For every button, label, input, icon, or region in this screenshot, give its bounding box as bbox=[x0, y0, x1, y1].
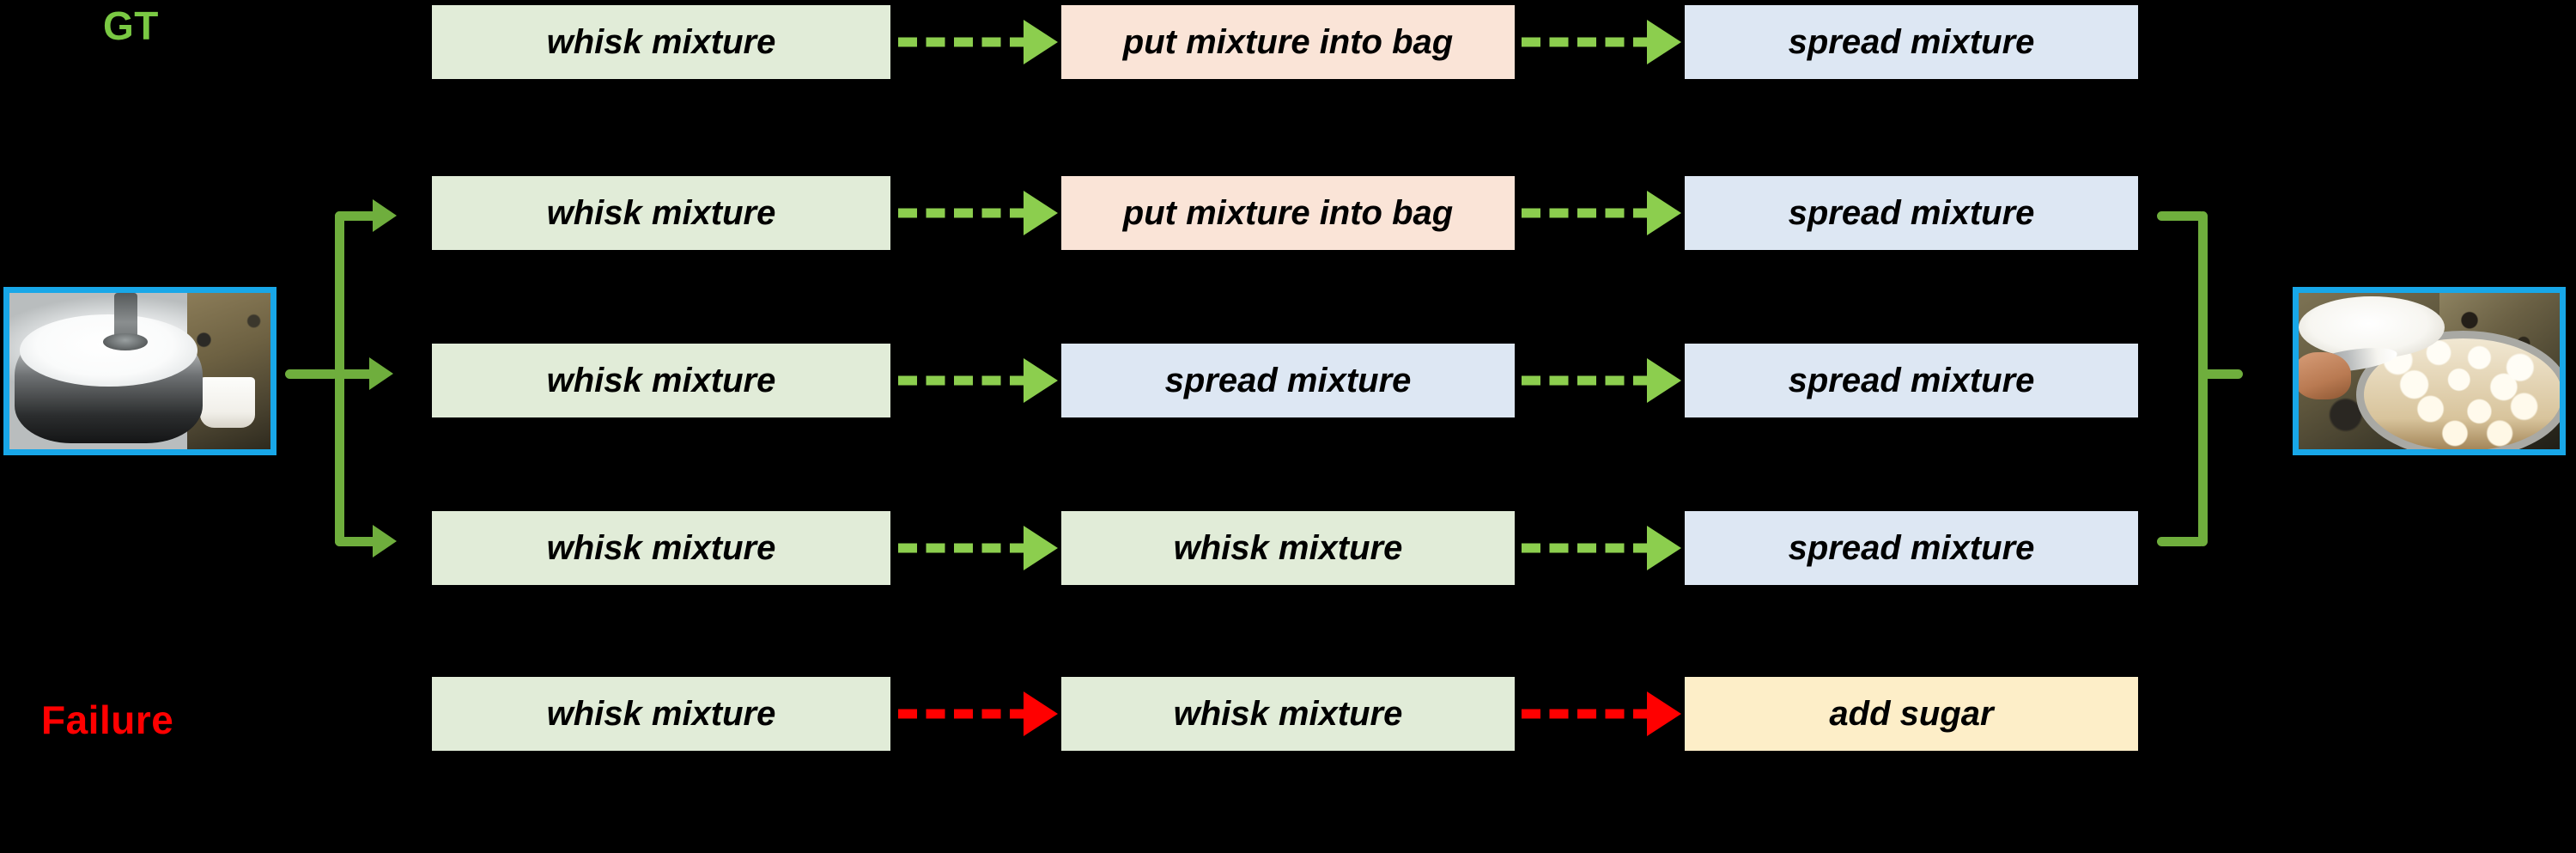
hand bbox=[2299, 352, 2351, 399]
arrow-shaft bbox=[898, 375, 1029, 386]
bracket-stub-bottom bbox=[335, 537, 378, 546]
fan-in-bracket bbox=[2147, 198, 2258, 558]
gt-label: GT bbox=[103, 3, 159, 48]
input-thumbnail bbox=[3, 287, 276, 455]
bracket-arrow-mid bbox=[369, 357, 393, 390]
bracket-stub-top bbox=[335, 211, 378, 221]
bracket-stub-mid bbox=[335, 369, 374, 379]
arrow-head bbox=[1024, 358, 1058, 403]
arrow-shaft bbox=[898, 543, 1029, 553]
node-gt-step-1[interactable]: whisk mixture bbox=[432, 5, 890, 79]
fanin-stub-mid bbox=[2198, 369, 2243, 379]
meringue-foam bbox=[20, 314, 197, 387]
fanin-stub-bottom bbox=[2157, 537, 2205, 546]
arrow-head bbox=[1647, 20, 1681, 64]
output-thumbnail-image bbox=[2299, 293, 2560, 449]
node-failure-step-3[interactable]: add sugar bbox=[1685, 677, 2138, 751]
bracket-stub-mid-in bbox=[285, 369, 338, 379]
arrow-head bbox=[1024, 526, 1058, 570]
node-gt-step-3[interactable]: spread mixture bbox=[1685, 5, 2138, 79]
node-failure-step-2[interactable]: whisk mixture bbox=[1061, 677, 1515, 751]
output-thumbnail bbox=[2293, 287, 2566, 455]
node-gt-step-2[interactable]: put mixture into bag bbox=[1061, 5, 1515, 79]
arrow-shaft bbox=[1522, 543, 1652, 553]
arrow-shaft bbox=[898, 709, 1029, 719]
arrow-head bbox=[1647, 191, 1681, 235]
node-pred1-step-2[interactable]: put mixture into bag bbox=[1061, 176, 1515, 250]
node-pred2-step-3[interactable]: spread mixture bbox=[1685, 344, 2138, 417]
input-thumbnail-image bbox=[9, 293, 270, 449]
arrow-shaft bbox=[1522, 709, 1652, 719]
node-pred3-step-2[interactable]: whisk mixture bbox=[1061, 511, 1515, 585]
node-pred3-step-3[interactable]: spread mixture bbox=[1685, 511, 2138, 585]
failure-label: Failure bbox=[41, 698, 174, 742]
node-pred2-step-2[interactable]: spread mixture bbox=[1061, 344, 1515, 417]
fanin-stub-top bbox=[2157, 211, 2205, 221]
bracket-arrow-bottom bbox=[373, 525, 397, 557]
whisk-head bbox=[103, 333, 149, 351]
arrow-head bbox=[1024, 20, 1058, 64]
node-pred1-step-3[interactable]: spread mixture bbox=[1685, 176, 2138, 250]
fanin-spine bbox=[2198, 211, 2208, 546]
node-pred2-step-1[interactable]: whisk mixture bbox=[432, 344, 890, 417]
fan-out-bracket bbox=[285, 198, 412, 558]
node-failure-step-1[interactable]: whisk mixture bbox=[432, 677, 890, 751]
bracket-arrow-top bbox=[373, 199, 397, 232]
arrow-shaft bbox=[898, 208, 1029, 218]
arrow-head bbox=[1647, 692, 1681, 736]
node-pred1-step-1[interactable]: whisk mixture bbox=[432, 176, 890, 250]
arrow-head bbox=[1647, 358, 1681, 403]
arrow-shaft bbox=[898, 37, 1029, 47]
arrow-head bbox=[1647, 526, 1681, 570]
arrow-shaft bbox=[1522, 375, 1652, 386]
bracket-spine bbox=[335, 211, 344, 546]
arrow-head bbox=[1024, 692, 1058, 736]
pie-tin bbox=[2355, 330, 2560, 449]
node-pred3-step-1[interactable]: whisk mixture bbox=[432, 511, 890, 585]
arrow-shaft bbox=[1522, 208, 1652, 218]
measuring-cup bbox=[199, 377, 255, 428]
arrow-head bbox=[1024, 191, 1058, 235]
arrow-shaft bbox=[1522, 37, 1652, 47]
